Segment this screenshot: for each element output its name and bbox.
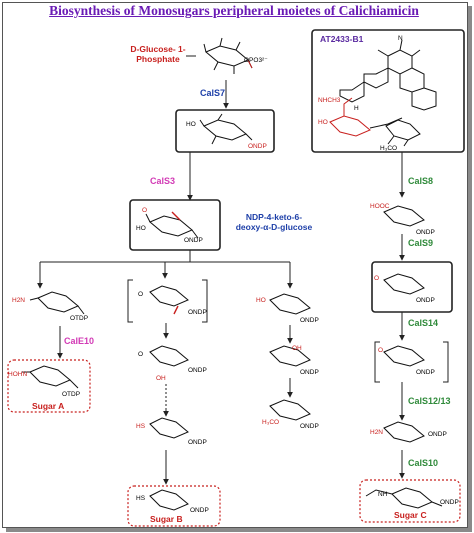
label-oh-c2: OH	[292, 345, 302, 352]
label-ondp-r2: ONDP	[416, 297, 435, 304]
ring-r4	[383, 421, 425, 443]
at-structure	[329, 39, 437, 147]
boxes	[7, 29, 465, 527]
ring-sugar-b	[149, 489, 189, 511]
label-o-b2: O	[138, 351, 143, 358]
label-h3co-at: H₃CO	[380, 145, 397, 152]
label-ondp-b1: ONDP	[188, 309, 207, 316]
ring-keto	[149, 215, 193, 237]
ring-sugar-a	[29, 365, 71, 387]
label-otdp-a: OTDP	[70, 315, 88, 322]
label-hooc-r1: HOOC	[370, 203, 390, 210]
start-name-line1: D-Glucose- 1-	[130, 44, 186, 54]
ring-r1	[383, 205, 425, 227]
label-opo3: OPO3²⁻	[244, 57, 268, 64]
ring-c2	[269, 345, 311, 367]
label-ondp-r4: ONDP	[428, 431, 447, 438]
enzyme-cals8: CalS8	[408, 176, 434, 186]
label-ondp-keto: ONDP	[184, 237, 203, 244]
label-h2n-r4: H2N	[370, 429, 383, 436]
label-otdp-sugar-a: OTDP	[62, 391, 80, 398]
bracket-c14-right	[443, 341, 449, 383]
ring-g1p	[205, 45, 249, 67]
label-o-b1: O	[138, 291, 143, 298]
label-nhch3-at: NHCH3	[318, 97, 341, 104]
group-labels: OPO3²⁻ HO ONDP O HO ONDP H2N OTDP HOHN O…	[8, 35, 459, 514]
enzyme-cals12-13: CalS12/13	[408, 396, 451, 406]
arrows	[37, 55, 405, 485]
brackets	[127, 279, 449, 383]
label-ondp-b2: ONDP	[188, 367, 207, 374]
label-ho-c1: HO	[256, 297, 266, 304]
label-nh-sugar-c: NH	[378, 491, 388, 498]
label-o-r2: O	[374, 275, 379, 282]
label-o-keto: O	[142, 207, 147, 214]
label-hohn-a: HOHN	[8, 371, 27, 378]
label-ondp-sugar-b: ONDP	[190, 507, 209, 514]
sugar-a-label: Sugar A	[32, 401, 65, 411]
label-h-at: H	[354, 105, 359, 112]
label-h3co-c3: H₃CO	[262, 419, 279, 426]
label-n-at: N	[398, 35, 403, 42]
intermediate-line1: NDP-4-keto-6-	[245, 212, 303, 222]
label-ondp-1: ONDP	[248, 143, 267, 150]
cals9-product-box	[371, 261, 453, 313]
ring-a1	[37, 291, 79, 313]
bracket-c14-left	[374, 341, 380, 383]
label-ondp-c3: ONDP	[300, 423, 319, 430]
at-structure-box	[311, 29, 465, 153]
enzyme-cale10: CalE10	[64, 336, 95, 346]
enzyme-cals10: CalS10	[408, 458, 439, 468]
label-h2n-a: H2N	[12, 297, 25, 304]
sugar-b-box	[127, 485, 221, 527]
label-ondp-sugar-c: ONDP	[440, 499, 459, 506]
label-hs-b3: HS	[136, 423, 146, 430]
label-hs-sugar-b: HS	[136, 495, 146, 502]
at-sugar-ring-red	[329, 115, 371, 137]
label-ho-keto: HO	[136, 225, 146, 232]
start-name-line2: Phosphate	[136, 54, 180, 64]
figure-frame	[2, 2, 468, 528]
label-ondp-c1: ONDP	[300, 317, 319, 324]
start-compound-name: D-Glucose- 1- Phosphate	[118, 44, 198, 64]
sugar-b-label: Sugar B	[150, 514, 183, 524]
at-box-label: AT2433-B1	[320, 34, 364, 44]
ring-b1	[149, 285, 189, 307]
bracket-b-right	[202, 279, 208, 323]
enzyme-cals7: CalS7	[200, 88, 226, 98]
sugar-c-label: Sugar C	[394, 510, 427, 520]
label-ondp-b3: ONDP	[188, 439, 207, 446]
at-sugar-ring	[385, 119, 421, 141]
label-ondp-r3: ONDP	[416, 369, 435, 376]
enzyme-cals3: CalS3	[150, 176, 176, 186]
label-ondp-c2: ONDP	[300, 369, 319, 376]
ring-r2	[383, 273, 425, 295]
ring-sugar-c	[391, 487, 433, 509]
ring-c3	[269, 399, 311, 421]
label-oh-b2: OH	[156, 375, 166, 382]
ndp-glucose-box	[175, 109, 275, 153]
sugar-c-box	[359, 479, 461, 523]
label-ho: HO	[186, 121, 196, 128]
enzyme-cals14: CalS14	[408, 318, 439, 328]
figure-title: Biosynthesis of Monosugars peripheral mo…	[49, 3, 419, 18]
label-ondp-r1: ONDP	[416, 229, 435, 236]
keto-intermediate-box	[129, 199, 221, 251]
intermediate-name: NDP-4-keto-6- deoxy-α-D-glucose	[222, 212, 326, 232]
ring-b3	[149, 417, 189, 439]
sugar-rings	[22, 37, 443, 511]
ring-b2	[149, 345, 189, 367]
ring-r3	[383, 345, 425, 367]
bracket-b-left	[127, 279, 133, 323]
intermediate-line2: deoxy-α-D-glucose	[235, 222, 313, 232]
label-ho-at: HO	[318, 119, 328, 126]
enzyme-cals9: CalS9	[408, 238, 434, 248]
label-o-r3: O	[378, 347, 383, 354]
ring-c1	[269, 293, 311, 315]
ring-ndp-glucose	[203, 119, 247, 141]
